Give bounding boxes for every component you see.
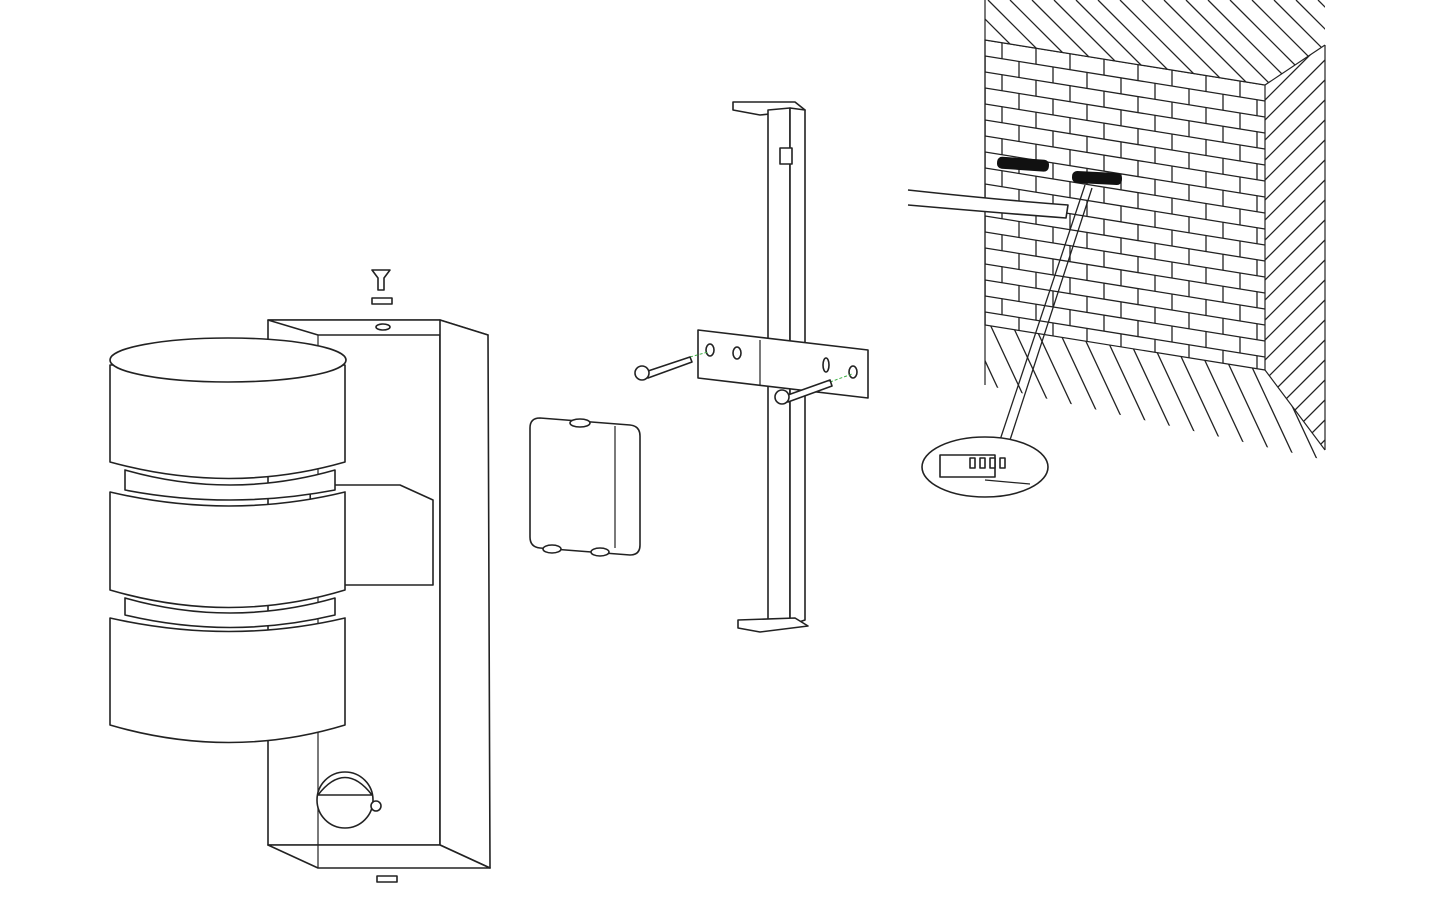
hatch-line [1097, 325, 1169, 460]
hatch-line [1265, 219, 1325, 281]
hatch-line [1265, 319, 1325, 381]
top-screw [371, 269, 393, 305]
hatch-line [1229, 0, 1321, 85]
cable [907, 189, 1069, 219]
hatch-line [1265, 139, 1325, 201]
hatch-line [1265, 239, 1325, 301]
hatch-line [1273, 325, 1325, 460]
brick-course [985, 263, 1265, 310]
hatch-line [1265, 399, 1325, 450]
brick-course [985, 87, 1265, 134]
hatch-line [1317, 325, 1325, 460]
brick-course [985, 183, 1265, 230]
hatch-line [1075, 0, 1167, 85]
hatch-line [1265, 419, 1325, 450]
brick-wall [907, 0, 1440, 540]
hatch-line [1185, 325, 1257, 460]
hatch-line [1295, 0, 1325, 85]
brick-pattern [985, 40, 1265, 370]
hatch-line [1362, 0, 1440, 90]
lower-cylinder [109, 617, 346, 744]
brick-course [985, 167, 1265, 214]
hatch-line [1265, 439, 1325, 450]
hatch-line [1251, 0, 1325, 85]
brick-course [985, 135, 1265, 182]
hatch-line [1075, 325, 1147, 460]
left-screw [634, 351, 709, 381]
wall-lamp [109, 269, 491, 883]
hatch-line [1384, 320, 1440, 470]
hatch-line [1340, 320, 1410, 470]
hatch-line [1295, 325, 1325, 460]
hatch-line [1207, 325, 1279, 460]
hatch-line [1265, 299, 1325, 361]
motion-sensor [316, 771, 382, 829]
hatch-line [1317, 0, 1325, 85]
hatch-line [1265, 79, 1325, 141]
hatch-line [1163, 0, 1255, 85]
hatch-line [985, 0, 1013, 85]
wall-plug-right [1071, 170, 1123, 186]
brick-course [985, 119, 1265, 166]
hatch-line [1265, 45, 1325, 81]
brick-course [985, 103, 1265, 150]
hatch-line [1185, 0, 1277, 85]
hatch-line [1053, 0, 1145, 85]
brick-course [985, 295, 1265, 342]
hatch-line [1384, 0, 1440, 90]
hatch-line [1119, 0, 1211, 85]
hatch-line [1141, 0, 1233, 85]
hatch-line [1251, 325, 1323, 460]
hatch-line [1340, 0, 1430, 90]
hatch-line [1265, 460, 1325, 520]
side-hatch [1265, 0, 1325, 540]
brick-course [985, 311, 1265, 358]
hatch-line [1265, 179, 1325, 241]
junction-box [529, 417, 641, 557]
hatch-line [1265, 45, 1325, 101]
hatch-line [1265, 59, 1325, 121]
wall-plug-left [996, 156, 1050, 172]
hatch-line [1265, 259, 1325, 321]
brick-course [985, 215, 1265, 262]
brick-course [985, 71, 1265, 118]
brick-course [985, 247, 1265, 294]
hatch-line [1265, 339, 1325, 401]
upper-cylinder [109, 337, 347, 501]
brick-course [985, 55, 1265, 102]
middle-cylinder [109, 491, 346, 629]
hatch-line [1207, 0, 1299, 85]
hatch-line [1265, 199, 1325, 261]
hatch-line [1362, 320, 1432, 470]
bottom-washer [376, 875, 398, 883]
hatch-line [1265, 0, 1325, 20]
brick-course [985, 279, 1265, 326]
hatch-line [1265, 119, 1325, 181]
hatch-line [1265, 480, 1325, 540]
hatch-line [1273, 0, 1325, 85]
top-hatch [985, 0, 1440, 90]
hatch-line [1053, 325, 1125, 460]
hatch-line [1265, 279, 1325, 341]
hatch-line [985, 0, 1035, 85]
right-screw [774, 373, 853, 405]
hatch-line [1265, 159, 1325, 221]
mounting-bracket [697, 101, 869, 633]
hatch-line [1265, 99, 1325, 161]
callout [921, 184, 1093, 498]
brick-course [985, 231, 1265, 278]
hatch-line [985, 0, 991, 85]
